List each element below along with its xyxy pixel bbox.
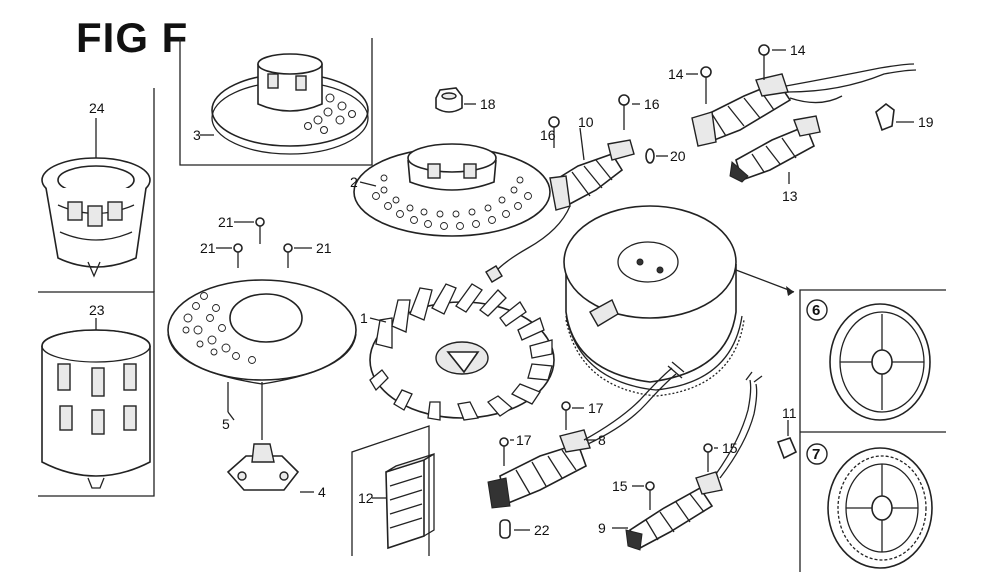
part-15-bolts [632, 443, 718, 510]
callout-23: 23 [89, 302, 105, 318]
callout-24: 24 [89, 100, 105, 116]
callout-16b: 16 [644, 96, 660, 112]
callout-1: 1 [360, 310, 368, 326]
callout-21a: 21 [218, 214, 234, 230]
callout-15a: 15 [722, 440, 738, 456]
callout-7: 7 [812, 446, 820, 463]
callout-12: 12 [358, 490, 374, 506]
callout-8: 8 [598, 432, 606, 448]
callout-19: 19 [918, 114, 934, 130]
part-16-bolts [548, 94, 640, 148]
part-13-charge-coil [691, 63, 917, 184]
part-20-washer [645, 148, 668, 164]
part-23-cylinder [41, 318, 151, 489]
callout-11: 11 [782, 405, 797, 421]
part-10-ignition-coil [485, 127, 635, 283]
part-17-bolts [499, 401, 584, 466]
callout-17b: 17 [516, 432, 532, 448]
part-21-screws [216, 217, 312, 268]
callout-20: 20 [670, 148, 686, 164]
part-2-cooling-plate [353, 143, 551, 237]
part-22-pin [499, 519, 530, 539]
callout-17a: 17 [588, 400, 604, 416]
callout-14b: 14 [790, 42, 806, 58]
part-8-coil [487, 361, 685, 509]
callout-13: 13 [782, 188, 798, 204]
part-19-clip [875, 102, 914, 132]
callout-4: 4 [318, 484, 326, 500]
callout-15b: 15 [612, 478, 628, 494]
callout-14a: 14 [668, 66, 684, 82]
part-14-bolts [686, 44, 786, 104]
frame-lines [38, 38, 946, 572]
figure-title: FIG F [76, 14, 189, 61]
callout-labels: 24 23 3 18 2 16 10 16 20 14 14 19 13 21 … [89, 42, 934, 538]
callout-2: 2 [350, 174, 358, 190]
part-3-starter-pulley [200, 53, 369, 155]
callout-21c: 21 [316, 240, 332, 256]
part-24-cup [41, 118, 151, 278]
part-9-coil [612, 371, 763, 551]
callout-9: 9 [598, 520, 606, 536]
callout-6: 6 [812, 302, 820, 319]
part-6-flywheel-assembly [806, 299, 931, 421]
part-12-rectifier [372, 452, 435, 550]
callout-22: 22 [534, 522, 550, 538]
callout-16a: 16 [540, 127, 556, 143]
callout-21b: 21 [200, 240, 216, 256]
part-5-base-plate [167, 279, 357, 421]
part-18-nut [435, 87, 476, 113]
callout-5: 5 [222, 416, 230, 432]
callout-18: 18 [480, 96, 496, 112]
callout-10: 10 [578, 114, 594, 130]
part-4-mount [226, 382, 314, 493]
flywheel-ring-gear [563, 205, 795, 397]
part-1-fan [369, 283, 555, 421]
part-11-small-block [776, 420, 798, 460]
part-7-flywheel-assembly [806, 443, 933, 569]
callout-3: 3 [193, 127, 201, 143]
